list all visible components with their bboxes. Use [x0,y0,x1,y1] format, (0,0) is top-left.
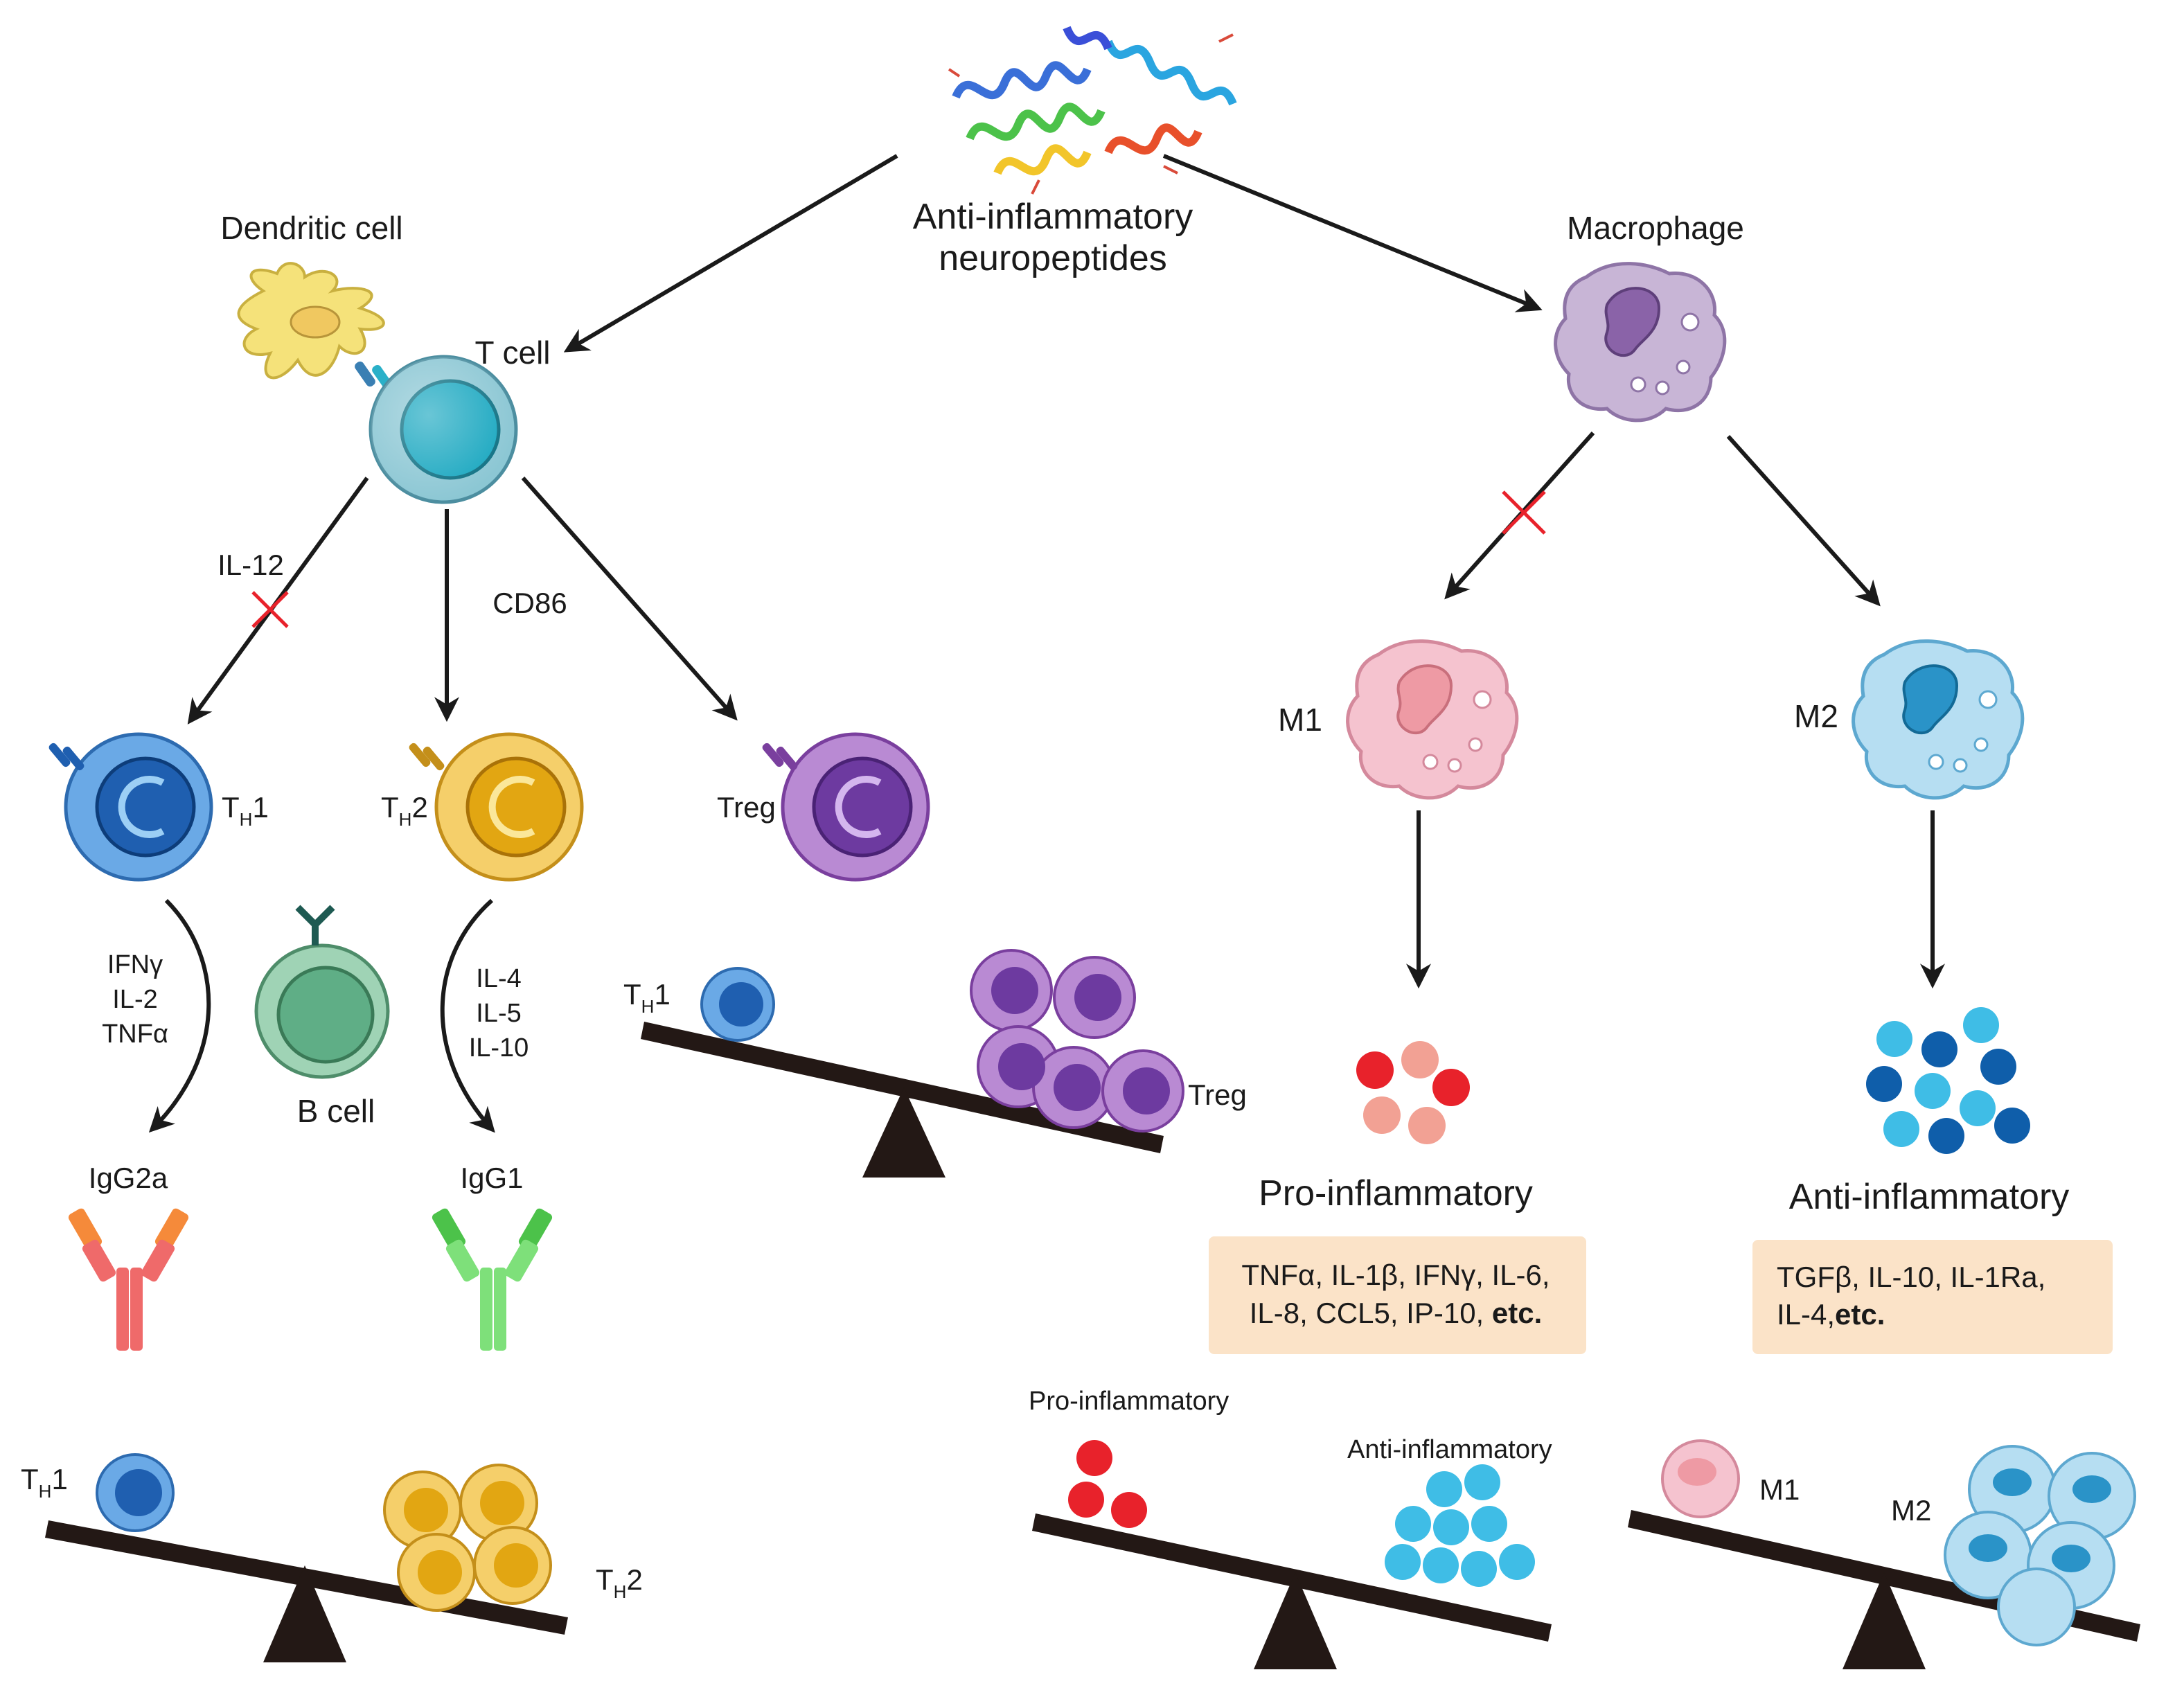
arrow-th2-to-igg1 [440,898,495,1133]
balance2-right-label: Treg [1188,1078,1247,1111]
th1-label-tail: 1 [252,791,268,824]
th2-label-sub: H [399,809,412,830]
th2-cell-icon [434,732,584,882]
m1-cross-icon-b [1502,490,1546,535]
th1-cell-icon [64,732,213,882]
balance1-left-label: TH1 [21,1463,68,1502]
m2-macrophage-icon [1852,639,2025,800]
treg-receptor-icon [762,743,798,771]
treg-cell-icon [781,732,930,882]
m2-label: M2 [1794,698,1838,734]
igg2a-label: IgG2a [89,1162,168,1194]
neuropeptide-structure-icon [948,26,1237,195]
t-cell-icon [369,355,518,504]
balance4-left-label: M1 [1759,1473,1800,1506]
balance1-right-sub: H [614,1581,627,1602]
svg-text:TH1: TH1 [623,978,671,1017]
balance2-left-label: TH1 [623,978,671,1017]
balance3-right-label: Anti-inflammatory [1347,1435,1552,1464]
balance-m1-m2 [1628,1439,2140,1669]
balance3-left-label: Pro-inflammatory [1029,1387,1229,1416]
center-title-line2: neuropeptides [939,238,1167,278]
macrophage-label: Macrophage [1567,210,1744,246]
arrow-th1-to-igg2a [148,898,211,1133]
b-cell-label: B cell [297,1093,375,1129]
t-cell-label: T cell [474,335,550,371]
arrow-to-macrophage [1162,154,1543,312]
th2-cytokine-2: IL-5 [476,999,521,1028]
anti-box-line2-etc: etc. [1835,1298,1885,1331]
balance1-right-label: TH2 [596,1563,643,1602]
arrow-to-t-cell [563,154,898,353]
pro-inflammatory-title: Pro-inflammatory [1259,1173,1533,1214]
balance1-left-sub: H [39,1481,52,1502]
balance2-left-sub: H [641,996,655,1017]
anti-box-line1: TGFβ, IL-10, IL-1Ra, [1777,1261,2045,1293]
dendritic-cell-label: Dendritic cell [220,210,402,246]
th1-cytokine-2: IL-2 [112,985,157,1014]
th2-receptor-icon [409,743,445,771]
center-title-line1: Anti-inflammatory [913,197,1193,237]
dendritic-cell-icon [237,262,385,380]
pro-box-line2-text: IL-8, CCL5, IP-10, [1250,1297,1492,1329]
pro-inflammatory-box [1209,1236,1586,1354]
macrophage-icon [1554,262,1727,423]
igg2a-antibody-icon [68,1208,189,1351]
svg-text:TH1: TH1 [21,1463,68,1502]
m1-label: M1 [1278,702,1322,738]
anti-box-line2-text: IL-4, [1777,1298,1835,1331]
treg-label: Treg [717,791,776,824]
pro-box-line2: IL-8, CCL5, IP-10, etc. [1250,1297,1543,1329]
balance4-right-label: M2 [1891,1494,1931,1527]
anti-inflammatory-title: Anti-inflammatory [1789,1177,2070,1217]
th2-label-tail: 2 [411,791,427,824]
anti-inflammatory-cytokine-dots [1866,1007,2030,1154]
th1-cytokine-3: TNFα [102,1020,168,1049]
svg-text:TH2: TH2 [381,791,428,830]
balance1-right-main: T [596,1563,614,1596]
svg-text:TH1: TH1 [222,791,269,830]
pro-inflammatory-cytokine-dots [1356,1041,1470,1144]
arrow-to-m2 [1726,434,1881,607]
balance1-right-tail: 2 [626,1563,642,1596]
igg1-label: IgG1 [460,1162,523,1194]
th2-label-main: T [381,791,399,824]
igg1-antibody-icon [432,1208,553,1351]
pro-box-line2-etc: etc. [1492,1297,1542,1329]
th2-label: TH2 [381,791,428,830]
balance1-left-main: T [21,1463,39,1495]
anti-box-line2: IL-4,etc. [1777,1298,1885,1331]
b-cell-icon [254,905,390,1079]
il12-label: IL-12 [217,549,284,581]
cd86-label: CD86 [492,587,567,619]
balance1-left-tail: 1 [51,1463,67,1495]
anti-inflammatory-box [1752,1240,2113,1354]
th1-label-sub: H [240,809,253,830]
balance-th1-treg [641,949,1184,1178]
th2-cytokine-3: IL-10 [469,1033,529,1063]
pro-box-line1: TNFα, IL-1β, IFNγ, IL-6, [1241,1259,1550,1291]
balance-pro-anti [1032,1440,1552,1669]
balance-th1-th2 [45,1453,568,1662]
il12-cross-icon-b [251,591,289,628]
th1-label: TH1 [222,791,269,830]
arrow-to-treg [521,477,738,721]
m1-macrophage-icon [1346,639,1519,800]
th1-receptor-icon [48,743,85,771]
balance2-left-main: T [623,978,641,1011]
balance2-left-tail: 1 [654,978,670,1011]
th1-label-main: T [222,791,240,824]
th2-cytokine-1: IL-4 [476,964,521,993]
th1-cytokine-1: IFNγ [107,950,163,979]
svg-text:TH2: TH2 [596,1563,643,1602]
